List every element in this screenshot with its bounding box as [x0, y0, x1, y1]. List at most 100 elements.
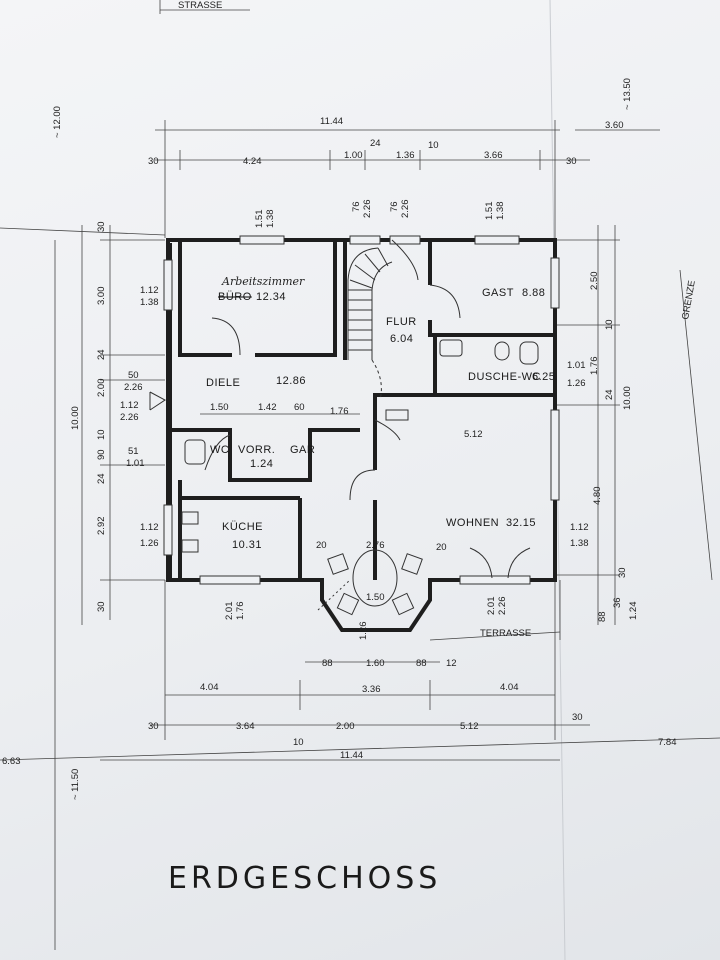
dining-table [317, 549, 423, 616]
site-line [0, 227, 166, 236]
dim-right-opening-0: 1.01 [567, 360, 586, 371]
dim-left-opening-5: 2.26 [120, 412, 139, 423]
dim-top-row-3: 24 [370, 138, 381, 149]
dim-left-chain-2: 24 [96, 349, 107, 360]
dim-left-opening-1: 1.38 [140, 297, 159, 308]
dim-left-chain-0: 30 [96, 221, 107, 232]
dim-left-outer: ~ 12.00 [52, 106, 63, 138]
dim-top-right: 3.60 [605, 120, 624, 131]
vorr-label: VORR. [238, 444, 275, 456]
flur-area: 6.04 [390, 333, 413, 345]
dim-window-top-6: 1.51 [484, 202, 495, 221]
dim-right-opening-1: 1.26 [567, 378, 586, 389]
dim-bottom-small: 10 [293, 737, 304, 748]
dim-bay-bottom-0: 88 [322, 658, 333, 669]
dim-wohnen-width: 5.12 [464, 429, 483, 440]
dim-top-row-2: 1.00 [344, 150, 363, 161]
dim-left-opening-2: 50 [128, 370, 139, 381]
dim-right-chain-4: 4.80 [592, 487, 603, 506]
wohnen-label: WOHNEN [446, 517, 499, 529]
dim-right-outer: 10.00 [622, 386, 633, 410]
dim-bottom-row2-3: 5.12 [460, 721, 479, 732]
dim-right-bottom-1: 36 [612, 597, 623, 608]
buero-area: 12.34 [256, 291, 286, 303]
terrace: TERRASSE 2.01 2.26 2.01 1.76 [224, 580, 561, 641]
wc-label: WC [210, 444, 229, 456]
boundary-label: GRENZE [680, 280, 698, 321]
street-label: STRASSE [178, 0, 222, 11]
dim-top-row-1: 4.24 [243, 156, 262, 167]
dim-bottom-total: 11.44 [340, 750, 363, 761]
kueche-label: KÜCHE [222, 521, 263, 533]
gar-label: GAR [290, 444, 315, 456]
dim-wohnen-bay: 2.76 [366, 540, 385, 551]
dim-right-bottom-0: 88 [597, 611, 608, 622]
windows [163, 235, 560, 585]
dim-left-opening-7: 1.01 [126, 458, 145, 469]
dim-left-total: 10.00 [70, 406, 81, 430]
dim-bottom-row2-0: 30 [148, 721, 159, 732]
door-swings [149, 239, 531, 579]
dim-window-top-5: 2.26 [400, 200, 411, 219]
dim-bottom-row2-4: 30 [572, 712, 583, 723]
left-dimensions: ~ 12.00 10.00 30 3.00 24 2.00 10 90 24 2… [52, 106, 165, 950]
dim-bottom-row1-0: 4.04 [200, 682, 219, 693]
dim-left-opening-8: 1.12 [140, 522, 159, 533]
property-boundary-line [679, 269, 713, 581]
dim-top-total: 11.44 [320, 116, 343, 127]
dim-left-chain-4: 10 [96, 429, 107, 440]
dim-left-chain-5: 90 [96, 449, 107, 460]
dim-right-opening-2: 1.12 [570, 522, 589, 533]
vorr-area: 1.24 [250, 458, 273, 470]
dim-bay-bottom-2: 88 [416, 658, 427, 669]
gast-label: GAST [482, 287, 514, 299]
dim-diele-2: 60 [294, 402, 305, 413]
dim-terrace-0: 2.01 [486, 597, 497, 616]
dim-terrace-2: 2.01 [224, 602, 235, 621]
dim-window-top-0: 1.51 [254, 210, 265, 229]
dim-bottom-row1-2: 4.04 [500, 682, 519, 693]
site-line [0, 737, 720, 761]
terrace-label: TERRASSE [480, 628, 531, 639]
dim-left-opening-3: 2.26 [124, 382, 143, 393]
wohnen-area: 32.15 [506, 517, 536, 529]
dim-top-row-7: 30 [566, 156, 577, 167]
dim-bottom-vertical: ~ 11.50 [70, 769, 81, 800]
dim-top-row-0: 30 [148, 156, 159, 167]
dim-left-chain-6: 24 [96, 473, 107, 484]
dim-bottom-row2-2: 2.00 [336, 721, 355, 732]
flur-label: FLUR [386, 316, 417, 328]
dim-right-chain-1: 10 [604, 319, 615, 330]
dim-top-row-4: 1.36 [396, 150, 415, 161]
buero-label: BÜRO [218, 291, 252, 303]
dim-left-opening-0: 1.12 [140, 285, 159, 296]
dim-bay-side-0: 1.50 [366, 592, 385, 603]
top-dimensions: 11.44 3.60 ~ 13.50 30 4.24 1.00 24 1.36 … [148, 78, 660, 238]
staircase [347, 247, 393, 401]
dim-bottom-ax: 20 [316, 540, 327, 551]
dim-window-top-4: 76 [389, 201, 400, 212]
dim-bottom-row1-1: 3.36 [362, 684, 381, 695]
dim-diele-1: 1.42 [258, 402, 277, 413]
dim-window-top-3: 2.26 [362, 200, 373, 219]
dim-terrace-1: 2.26 [497, 597, 508, 616]
dim-right-bottom-2: 1.24 [628, 602, 639, 621]
dim-diele-3: 1.76 [330, 406, 349, 417]
interior-dimensions: 1.50 1.42 60 1.76 5.12 2.76 20 20 1.50 1… [200, 402, 483, 640]
dim-left-chain-1: 3.00 [96, 287, 107, 306]
dusche-area: 6.25 [532, 371, 555, 383]
dim-window-top-1: 1.38 [265, 210, 276, 229]
dim-bay-bottom-3: 12 [446, 658, 457, 669]
right-dimensions: 2.50 10 1.76 24 4.80 30 10.00 1.01 1.26 … [555, 225, 639, 625]
kueche-area: 10.31 [232, 539, 262, 551]
dim-right-chain-3: 24 [604, 389, 615, 400]
gast-area: 8.88 [522, 287, 545, 299]
dim-left-opening-4: 1.12 [120, 400, 139, 411]
dim-bottom-row2-1: 3.64 [236, 721, 255, 732]
dim-left-opening-9: 1.26 [140, 538, 159, 549]
dim-left-chain-8: 30 [96, 601, 107, 612]
dim-right-chain-2: 1.76 [589, 357, 600, 376]
dim-right-chain-0: 2.50 [589, 272, 600, 291]
